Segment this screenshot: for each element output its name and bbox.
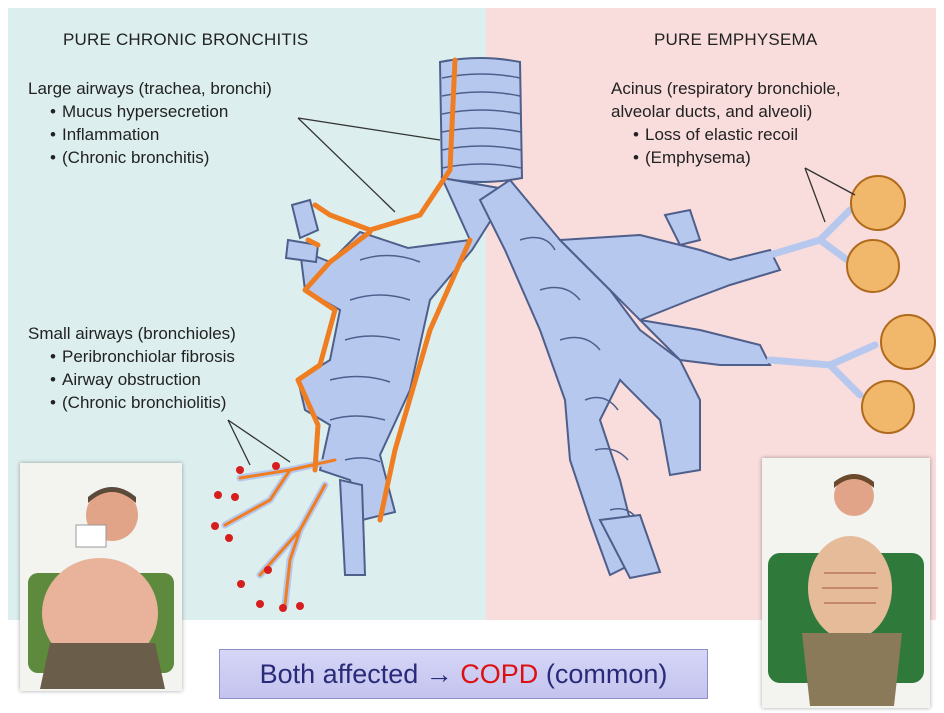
large-airways-item: Mucus hypersecretion [48, 100, 272, 123]
large-airways-item: Inflammation [48, 123, 272, 146]
small-airways-item: (Chronic bronchiolitis) [48, 391, 236, 414]
large-airways-label: Large airways (trachea, bronchi) Mucus h… [28, 77, 272, 169]
emphysema-patient-illustration [762, 458, 930, 708]
chronic-bronchitis-heading: PURE CHRONIC BRONCHITIS [63, 30, 308, 50]
banner-copd: COPD [460, 659, 538, 689]
acinus-title: alveolar ducts, and alveoli) [611, 100, 841, 123]
large-airways-item: (Chronic bronchitis) [48, 146, 272, 169]
emphysema-heading: PURE EMPHYSEMA [654, 30, 817, 50]
left-bronchial-tree [286, 178, 510, 575]
large-airways-title: Large airways (trachea, bronchi) [28, 77, 272, 100]
acinus-item: Loss of elastic recoil [631, 123, 841, 146]
chronic-bronchitis-patient-illustration [20, 463, 182, 691]
small-airways-title: Small airways (bronchioles) [28, 322, 236, 345]
acinus-title: Acinus (respiratory bronchiole, [611, 77, 841, 100]
acinus-item: (Emphysema) [631, 146, 841, 169]
small-airways-label: Small airways (bronchioles) Peribronchio… [28, 322, 236, 414]
arrow-icon: → [426, 659, 453, 689]
banner-prefix: Both affected [260, 659, 419, 689]
right-bronchial-tree [480, 180, 780, 578]
right-bronchioles [770, 210, 875, 395]
banner-suffix: (common) [546, 659, 668, 689]
small-airways-item: Airway obstruction [48, 368, 236, 391]
small-airways-item: Peribronchiolar fibrosis [48, 345, 236, 368]
copd-banner: Both affected → COPD (common) [219, 649, 708, 699]
acinus-label: Acinus (respiratory bronchiole, alveolar… [611, 77, 841, 169]
